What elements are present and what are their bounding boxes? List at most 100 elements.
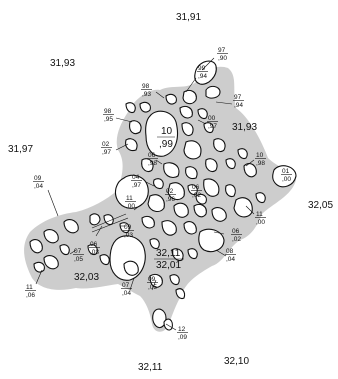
pair-label-top: 98 <box>142 83 150 90</box>
pair-label: 11,00 <box>255 211 266 226</box>
pair-label-top: 97 <box>218 47 226 54</box>
pair-label: 99,94 <box>197 65 208 80</box>
pair-label-bottom: ,00 <box>282 176 291 183</box>
center-label-top: 32,11 <box>156 248 181 259</box>
leader-line <box>213 231 225 235</box>
pair-label-top: 01 <box>282 168 290 175</box>
stone <box>181 122 194 137</box>
stone <box>198 228 225 253</box>
stone <box>182 89 197 105</box>
pair-label: 98,93 <box>141 83 152 98</box>
leader-line <box>155 159 163 165</box>
pair-label: 98,95 <box>103 108 114 123</box>
stone <box>175 288 186 300</box>
pair-label: 01,00 <box>281 168 292 183</box>
leader-line <box>155 91 165 99</box>
stone <box>123 260 139 276</box>
pair-label-bottom: ,95 <box>104 116 113 123</box>
stone <box>163 318 173 331</box>
pair-label-bottom: ,02 <box>192 192 201 199</box>
stone <box>33 261 45 273</box>
leader-line <box>171 197 179 201</box>
leader-line <box>133 203 143 211</box>
stone <box>167 182 185 201</box>
pair-label: 04,97 <box>131 174 142 189</box>
pair-label: 06,02 <box>191 184 202 199</box>
stone <box>203 122 214 134</box>
pair-label-top: 11 <box>256 211 263 218</box>
pair-label-top: 07 <box>74 248 82 255</box>
area-label: 31,91 <box>176 12 201 23</box>
stone <box>169 274 180 286</box>
stone <box>141 215 155 229</box>
leader-line <box>69 249 77 255</box>
stone <box>179 105 193 119</box>
stone <box>194 60 217 85</box>
leader-line <box>129 277 135 291</box>
stone <box>59 244 70 256</box>
pair-label: 09,04 <box>33 175 44 190</box>
large-pair-bottom: ,99 <box>159 139 173 150</box>
stone <box>211 207 227 222</box>
pair-label-top: 09 <box>34 175 42 182</box>
pair-label-top: 99 <box>198 65 206 72</box>
pair-label: 09,05 <box>147 276 158 291</box>
pair-label-bottom: ,90 <box>218 55 227 62</box>
pair-label-top: 09 <box>124 224 132 231</box>
stone <box>185 166 198 180</box>
stone <box>43 229 59 244</box>
stone <box>149 238 160 250</box>
leader-line <box>95 225 103 237</box>
stone <box>197 108 208 120</box>
pair-label-top: 06 <box>192 184 200 191</box>
leader-line <box>201 57 215 71</box>
leader-line <box>91 217 129 233</box>
stone <box>225 184 236 198</box>
leader-lines <box>35 57 255 331</box>
pair-label-top: 06 <box>232 228 240 235</box>
pair-label-bottom: ,97 <box>132 182 141 189</box>
pair-label-bottom: ,97 <box>102 149 111 156</box>
area-label: 32,05 <box>308 200 333 211</box>
stone <box>99 254 110 266</box>
area-label: 31,93 <box>232 122 257 133</box>
pair-label-bottom: ,04 <box>122 290 131 297</box>
pair-label-top: 12 <box>178 326 186 333</box>
leader-line <box>215 101 233 105</box>
stone <box>272 165 297 188</box>
pair-label-top: 06 <box>90 241 98 248</box>
pair-label-top: 10 <box>256 152 264 159</box>
stone <box>147 194 165 213</box>
area-label: 32,10 <box>224 356 249 367</box>
pair-label-top: 11 <box>126 195 133 202</box>
pair-label-top: 97 <box>234 94 242 101</box>
pair-label-bottom: ,09 <box>178 334 187 341</box>
pair-label-top: 06 <box>148 152 156 159</box>
stone <box>125 138 138 152</box>
stone <box>139 101 151 113</box>
area-label: 31,93 <box>50 58 75 69</box>
stone <box>152 308 167 329</box>
leader-line <box>215 249 227 257</box>
pair-label-bottom: ,02 <box>232 236 241 243</box>
pair-label-bottom: ,04 <box>34 183 43 190</box>
pair-label: 07,04 <box>121 282 132 297</box>
stone <box>187 248 198 260</box>
stone <box>141 158 154 173</box>
pair-label: 06,03 <box>89 241 100 256</box>
stone <box>125 102 136 114</box>
pair-label: 06,02 <box>231 228 242 243</box>
pair-label-top: 09 <box>148 276 156 283</box>
pair-label-bottom: ,06 <box>26 292 35 299</box>
stones <box>29 60 297 331</box>
pair-label: 00,97 <box>207 115 218 130</box>
pair-label: 02,97 <box>101 141 112 156</box>
leader-line <box>115 143 129 151</box>
pair-label-top: 98 <box>104 108 112 115</box>
stone <box>183 221 197 235</box>
leader-line <box>245 159 255 167</box>
pair-label: 10,98 <box>255 152 266 167</box>
pair-label-top: 02 <box>102 141 110 148</box>
